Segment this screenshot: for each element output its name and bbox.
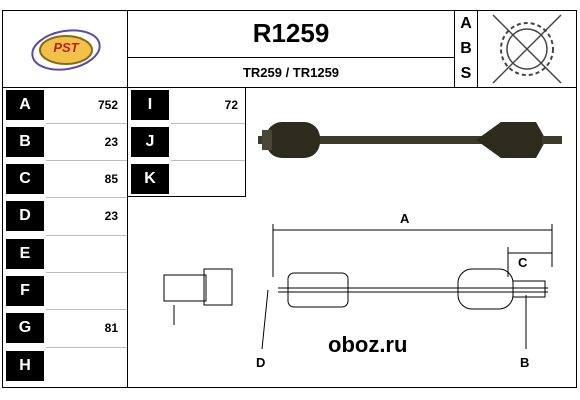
spec-value-c: 85 (104, 172, 118, 186)
spec-key-e: E (6, 239, 44, 269)
row-divider (46, 309, 127, 310)
spec-key-f: F (6, 276, 44, 306)
drive-shaft-photo (258, 122, 562, 158)
spec-value-d: 23 (104, 209, 118, 223)
spec-key-h: H (6, 351, 44, 381)
product-photo (246, 88, 577, 197)
row-divider (171, 160, 245, 161)
abs-letter-a: A (460, 15, 472, 32)
spec-key-j: J (131, 127, 169, 157)
spec-table-mid (128, 88, 246, 197)
spec-value-b: 23 (104, 135, 118, 149)
spec-key-g: G (6, 313, 44, 343)
subtitle-cell: TR259 / TR1259 (128, 58, 454, 87)
page-subtitle: TR259 / TR1259 (242, 65, 340, 80)
dim-label-b: B (520, 355, 529, 370)
logo-text: PST (53, 40, 79, 55)
sheet-frame (2, 10, 577, 388)
row-divider (171, 123, 245, 124)
page-title: R1259 (252, 18, 330, 48)
dimension-diagram: A C D B oboz.ru (128, 197, 577, 388)
abs-letter-b: B (460, 40, 472, 57)
spec-key-a: A (6, 90, 44, 120)
dim-label-c: C (518, 255, 528, 270)
spec-key-b: B (6, 127, 44, 157)
row-divider (46, 160, 127, 161)
spec-key-i: I (131, 90, 169, 120)
row-divider (46, 123, 127, 124)
spec-key-c: C (6, 164, 44, 194)
abs-column: A B S (454, 10, 478, 87)
abs-letter-s: S (460, 65, 472, 82)
logo-icon (31, 29, 101, 71)
logo-cell: PST (2, 10, 128, 87)
spec-key-d: D (6, 201, 44, 231)
shaft-diagram-svg: A C D B oboz.ru (163, 211, 553, 370)
title-cell: R1259 (128, 10, 454, 58)
row-divider (46, 272, 127, 273)
abs-cell (478, 10, 577, 87)
spec-table-left (2, 88, 128, 388)
spec-value-i: 72 (224, 98, 238, 112)
watermark-text: oboz.ru (328, 332, 407, 357)
row-divider (46, 235, 127, 236)
abs-ring-icon (492, 14, 562, 84)
dim-label-a: A (400, 211, 410, 226)
header-divider (2, 87, 577, 88)
row-divider (46, 347, 127, 348)
row-divider (46, 197, 127, 198)
spec-value-a: 752 (97, 98, 118, 112)
spec-value-g: 81 (104, 321, 118, 335)
dim-label-d: D (256, 355, 265, 370)
spec-key-k: K (131, 164, 169, 194)
